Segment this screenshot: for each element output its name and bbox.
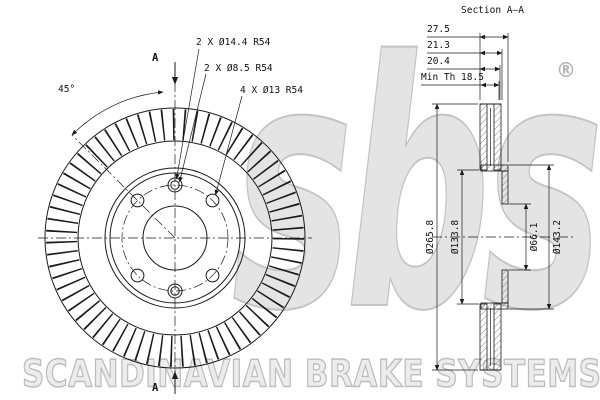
dim-center-bore: Ø66.1 bbox=[529, 222, 540, 251]
hat-wall-bottom bbox=[480, 302, 509, 310]
angle-dimension-arc bbox=[71, 90, 164, 136]
lug-hole bbox=[130, 193, 145, 208]
hole-label-8: 2 X Ø8.5 R54 bbox=[204, 63, 273, 74]
lug-hole bbox=[205, 268, 220, 283]
hub-flange-upper bbox=[501, 170, 509, 205]
section-profile bbox=[479, 103, 509, 371]
registered-trademark-symbol: ® bbox=[556, 58, 576, 82]
disc-outer-edge bbox=[44, 107, 306, 369]
hub-flange-lower bbox=[501, 269, 509, 304]
footer-watermark-text: SCANDINAVIAN BRAKE SYSTEMS bbox=[21, 352, 600, 397]
angle-label: 45° bbox=[58, 84, 75, 95]
hole-label-13: 4 X Ø13 R54 bbox=[240, 85, 303, 96]
locating-hole-bottom-small bbox=[170, 286, 180, 296]
hole-callouts: 2 X Ø14.4 R54 2 X Ø8.5 R54 4 X Ø13 R54 bbox=[175, 37, 303, 196]
dim-disc-thickness: 20.4 bbox=[427, 56, 450, 67]
dim-width-21-3: 21.3 bbox=[427, 40, 450, 51]
dim-outer-diameter: Ø265.8 bbox=[425, 220, 436, 255]
bolt-circle bbox=[121, 184, 229, 292]
locating-hole-bottom-large bbox=[167, 283, 183, 299]
center-bore-circle bbox=[142, 205, 208, 271]
sbs-logo-watermark: sbs bbox=[231, 0, 600, 386]
section-markers: A A bbox=[152, 52, 179, 394]
vent-slot-ticks bbox=[46, 109, 304, 367]
leader-line bbox=[175, 48, 200, 180]
section-view: Section A–A bbox=[421, 5, 574, 371]
width-dimensions: 27.5 21.3 20.4 Min Th 18.5 bbox=[421, 24, 509, 162]
inboard-plate-bottom bbox=[493, 303, 502, 371]
hole-label-14: 2 X Ø14.4 R54 bbox=[196, 37, 271, 48]
outboard-plate-bottom bbox=[479, 303, 488, 371]
dim-min-thickness: Min Th 18.5 bbox=[421, 72, 484, 83]
leader-line bbox=[214, 95, 243, 196]
section-marker-bottom: A bbox=[152, 382, 159, 394]
lug-hole bbox=[205, 193, 220, 208]
dim-overall-width: 27.5 bbox=[427, 24, 450, 35]
leader-line bbox=[178, 73, 207, 183]
section-title: Section A–A bbox=[461, 5, 524, 16]
inboard-plate-top bbox=[493, 103, 502, 171]
front-view: 45° 2 X Ø14.4 R54 2 X Ø8.5 R54 4 X Ø13 R… bbox=[38, 37, 312, 394]
hub-flange-circle bbox=[104, 167, 246, 309]
hat-wall-top bbox=[480, 164, 509, 172]
outboard-plate-top bbox=[479, 103, 488, 171]
lug-hole bbox=[130, 268, 145, 283]
section-marker-top: A bbox=[152, 52, 159, 64]
diagonal-centerline-45deg bbox=[71, 134, 176, 239]
hub-inner-circle bbox=[109, 172, 241, 304]
diameter-dimensions: Ø265.8 Ø133.8 Ø66.1 Ø143.2 bbox=[425, 103, 563, 371]
locating-hole-top-large bbox=[167, 177, 183, 193]
dim-vent-inner-diameter: Ø133.8 bbox=[450, 220, 461, 255]
dim-hub-flange-diameter: Ø143.2 bbox=[552, 220, 563, 254]
locating-hole-top-small bbox=[170, 180, 180, 190]
vent-ring-inner-edge bbox=[77, 140, 273, 336]
